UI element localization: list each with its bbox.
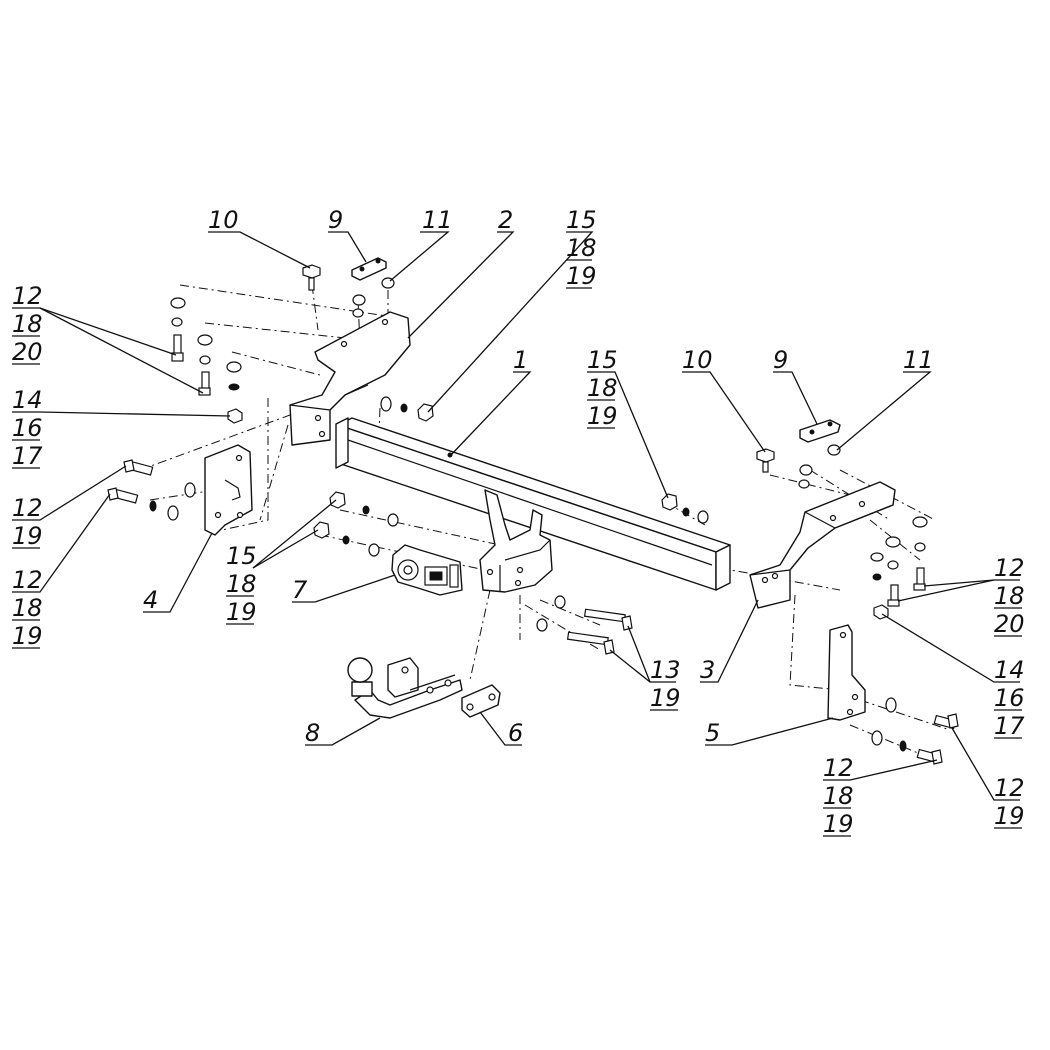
center-mount-bracket [479, 489, 553, 593]
label-20-left-top: 20 [12, 338, 43, 366]
label-5: 5 [705, 719, 720, 747]
label-11-right: 11 [903, 346, 934, 374]
label-19-left-low: 19 [12, 622, 43, 650]
label-16-right: 16 [994, 684, 1025, 712]
label-12-right-top: 12 [994, 554, 1025, 582]
label-9-right: 9 [773, 346, 788, 374]
label-9-left: 9 [328, 206, 343, 234]
label-18-right-top: 18 [994, 582, 1025, 610]
label-18-left-mid: 18 [226, 570, 257, 598]
label-19-top: 19 [566, 262, 597, 290]
label-12-left-low: 12 [12, 566, 43, 594]
label-15-top: 15 [566, 206, 597, 234]
label-17-right: 17 [994, 712, 1025, 740]
label-19-left-mid2: 19 [226, 598, 257, 626]
label-10-left: 10 [208, 206, 239, 234]
label-19-left-mid: 19 [12, 522, 43, 550]
part-number-labels: 10 9 11 2 15 18 19 12 18 20 14 16 17 12 … [12, 206, 1025, 838]
label-6: 6 [508, 719, 523, 747]
label-4: 4 [143, 586, 158, 614]
label-14-right: 14 [994, 656, 1025, 684]
fasteners [107, 257, 959, 765]
ball-arm-part-8 [347, 657, 463, 719]
right-bracket-part-3 [749, 481, 896, 609]
label-14-left: 14 [12, 386, 43, 414]
label-13: 13 [650, 656, 681, 684]
label-17-left: 17 [12, 442, 43, 470]
label-2: 2 [498, 206, 513, 234]
label-7: 7 [292, 576, 308, 604]
spacer-plate-part-6 [461, 684, 501, 718]
label-20-right-top: 20 [994, 610, 1025, 638]
label-19-bolt13: 19 [650, 684, 681, 712]
left-side-plate-part-4 [204, 444, 253, 536]
label-12-left-top: 12 [12, 282, 43, 310]
label-18-mid: 18 [587, 374, 618, 402]
label-19-mid: 19 [587, 402, 618, 430]
label-18-left-low: 18 [12, 594, 43, 622]
label-10-right: 10 [682, 346, 713, 374]
label-12-right-low: 12 [823, 754, 854, 782]
label-1: 1 [513, 346, 528, 374]
label-12-left-mid: 12 [12, 494, 43, 522]
label-18-top: 18 [566, 234, 597, 262]
label-18-left-top: 18 [12, 310, 43, 338]
left-bracket-part-2 [289, 311, 411, 446]
label-18-right-low: 18 [823, 782, 854, 810]
label-15-mid: 15 [587, 346, 618, 374]
label-19-right-bolt: 19 [994, 802, 1025, 830]
cross-beam-part-1 [335, 417, 731, 591]
label-16-left: 16 [12, 414, 43, 442]
socket-plate-part-7 [391, 544, 463, 596]
label-19-right-low: 19 [823, 810, 854, 838]
label-15-left-mid: 15 [226, 542, 257, 570]
label-8: 8 [305, 719, 320, 747]
label-3: 3 [700, 656, 715, 684]
label-11-left: 11 [422, 206, 453, 234]
leader-lines [12, 231, 1020, 801]
right-side-plate-part-5 [827, 624, 866, 721]
label-12-right-bolt: 12 [994, 774, 1025, 802]
